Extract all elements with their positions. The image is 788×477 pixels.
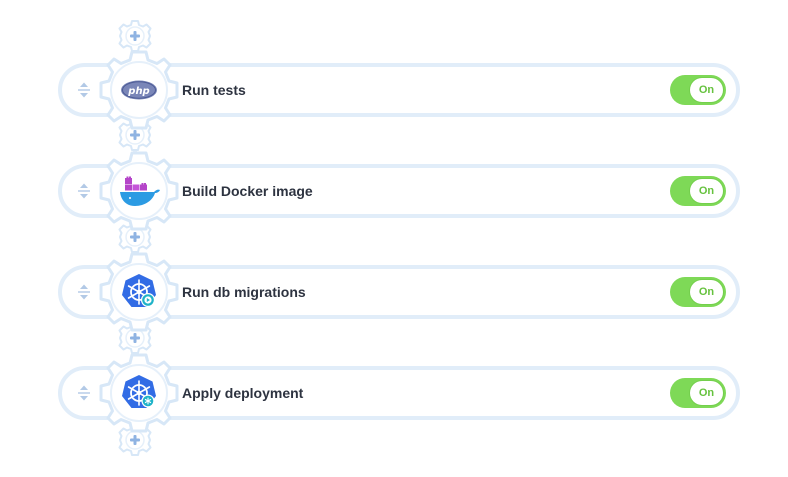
- drag-handle-icon[interactable]: [74, 282, 94, 302]
- drag-handle-icon[interactable]: [74, 181, 94, 201]
- step-title: Run tests: [182, 82, 246, 98]
- step-enabled-toggle[interactable]: On: [670, 378, 726, 408]
- step-row-run-db-migrations[interactable]: Run db migrations On: [58, 265, 740, 319]
- svg-text:php: php: [127, 86, 149, 97]
- toggle-label: On: [698, 84, 715, 96]
- docker-icon: [114, 166, 164, 216]
- step-enabled-toggle[interactable]: On: [670, 176, 726, 206]
- step-enabled-toggle[interactable]: On: [670, 277, 726, 307]
- drag-handle-icon[interactable]: [74, 383, 94, 403]
- php-icon: php: [114, 65, 164, 115]
- toggle-knob: On: [690, 78, 723, 102]
- toggle-knob: On: [690, 280, 723, 304]
- toggle-label: On: [698, 185, 715, 197]
- toggle-knob: On: [690, 179, 723, 203]
- step-title: Apply deployment: [182, 385, 304, 401]
- toggle-knob: On: [690, 381, 723, 405]
- kubernetes-deployment-icon: [114, 368, 164, 418]
- step-title: Build Docker image: [182, 183, 313, 199]
- drag-handle-icon[interactable]: [74, 80, 94, 100]
- step-title: Run db migrations: [182, 284, 306, 300]
- toggle-label: On: [698, 387, 715, 399]
- step-row-build-docker-image[interactable]: Build Docker image On: [58, 164, 740, 218]
- step-row-apply-deployment[interactable]: Apply deployment On: [58, 366, 740, 420]
- kubernetes-job-icon: [114, 267, 164, 317]
- step-enabled-toggle[interactable]: On: [670, 75, 726, 105]
- step-row-run-tests[interactable]: php Run tests On: [58, 63, 740, 117]
- toggle-label: On: [698, 286, 715, 298]
